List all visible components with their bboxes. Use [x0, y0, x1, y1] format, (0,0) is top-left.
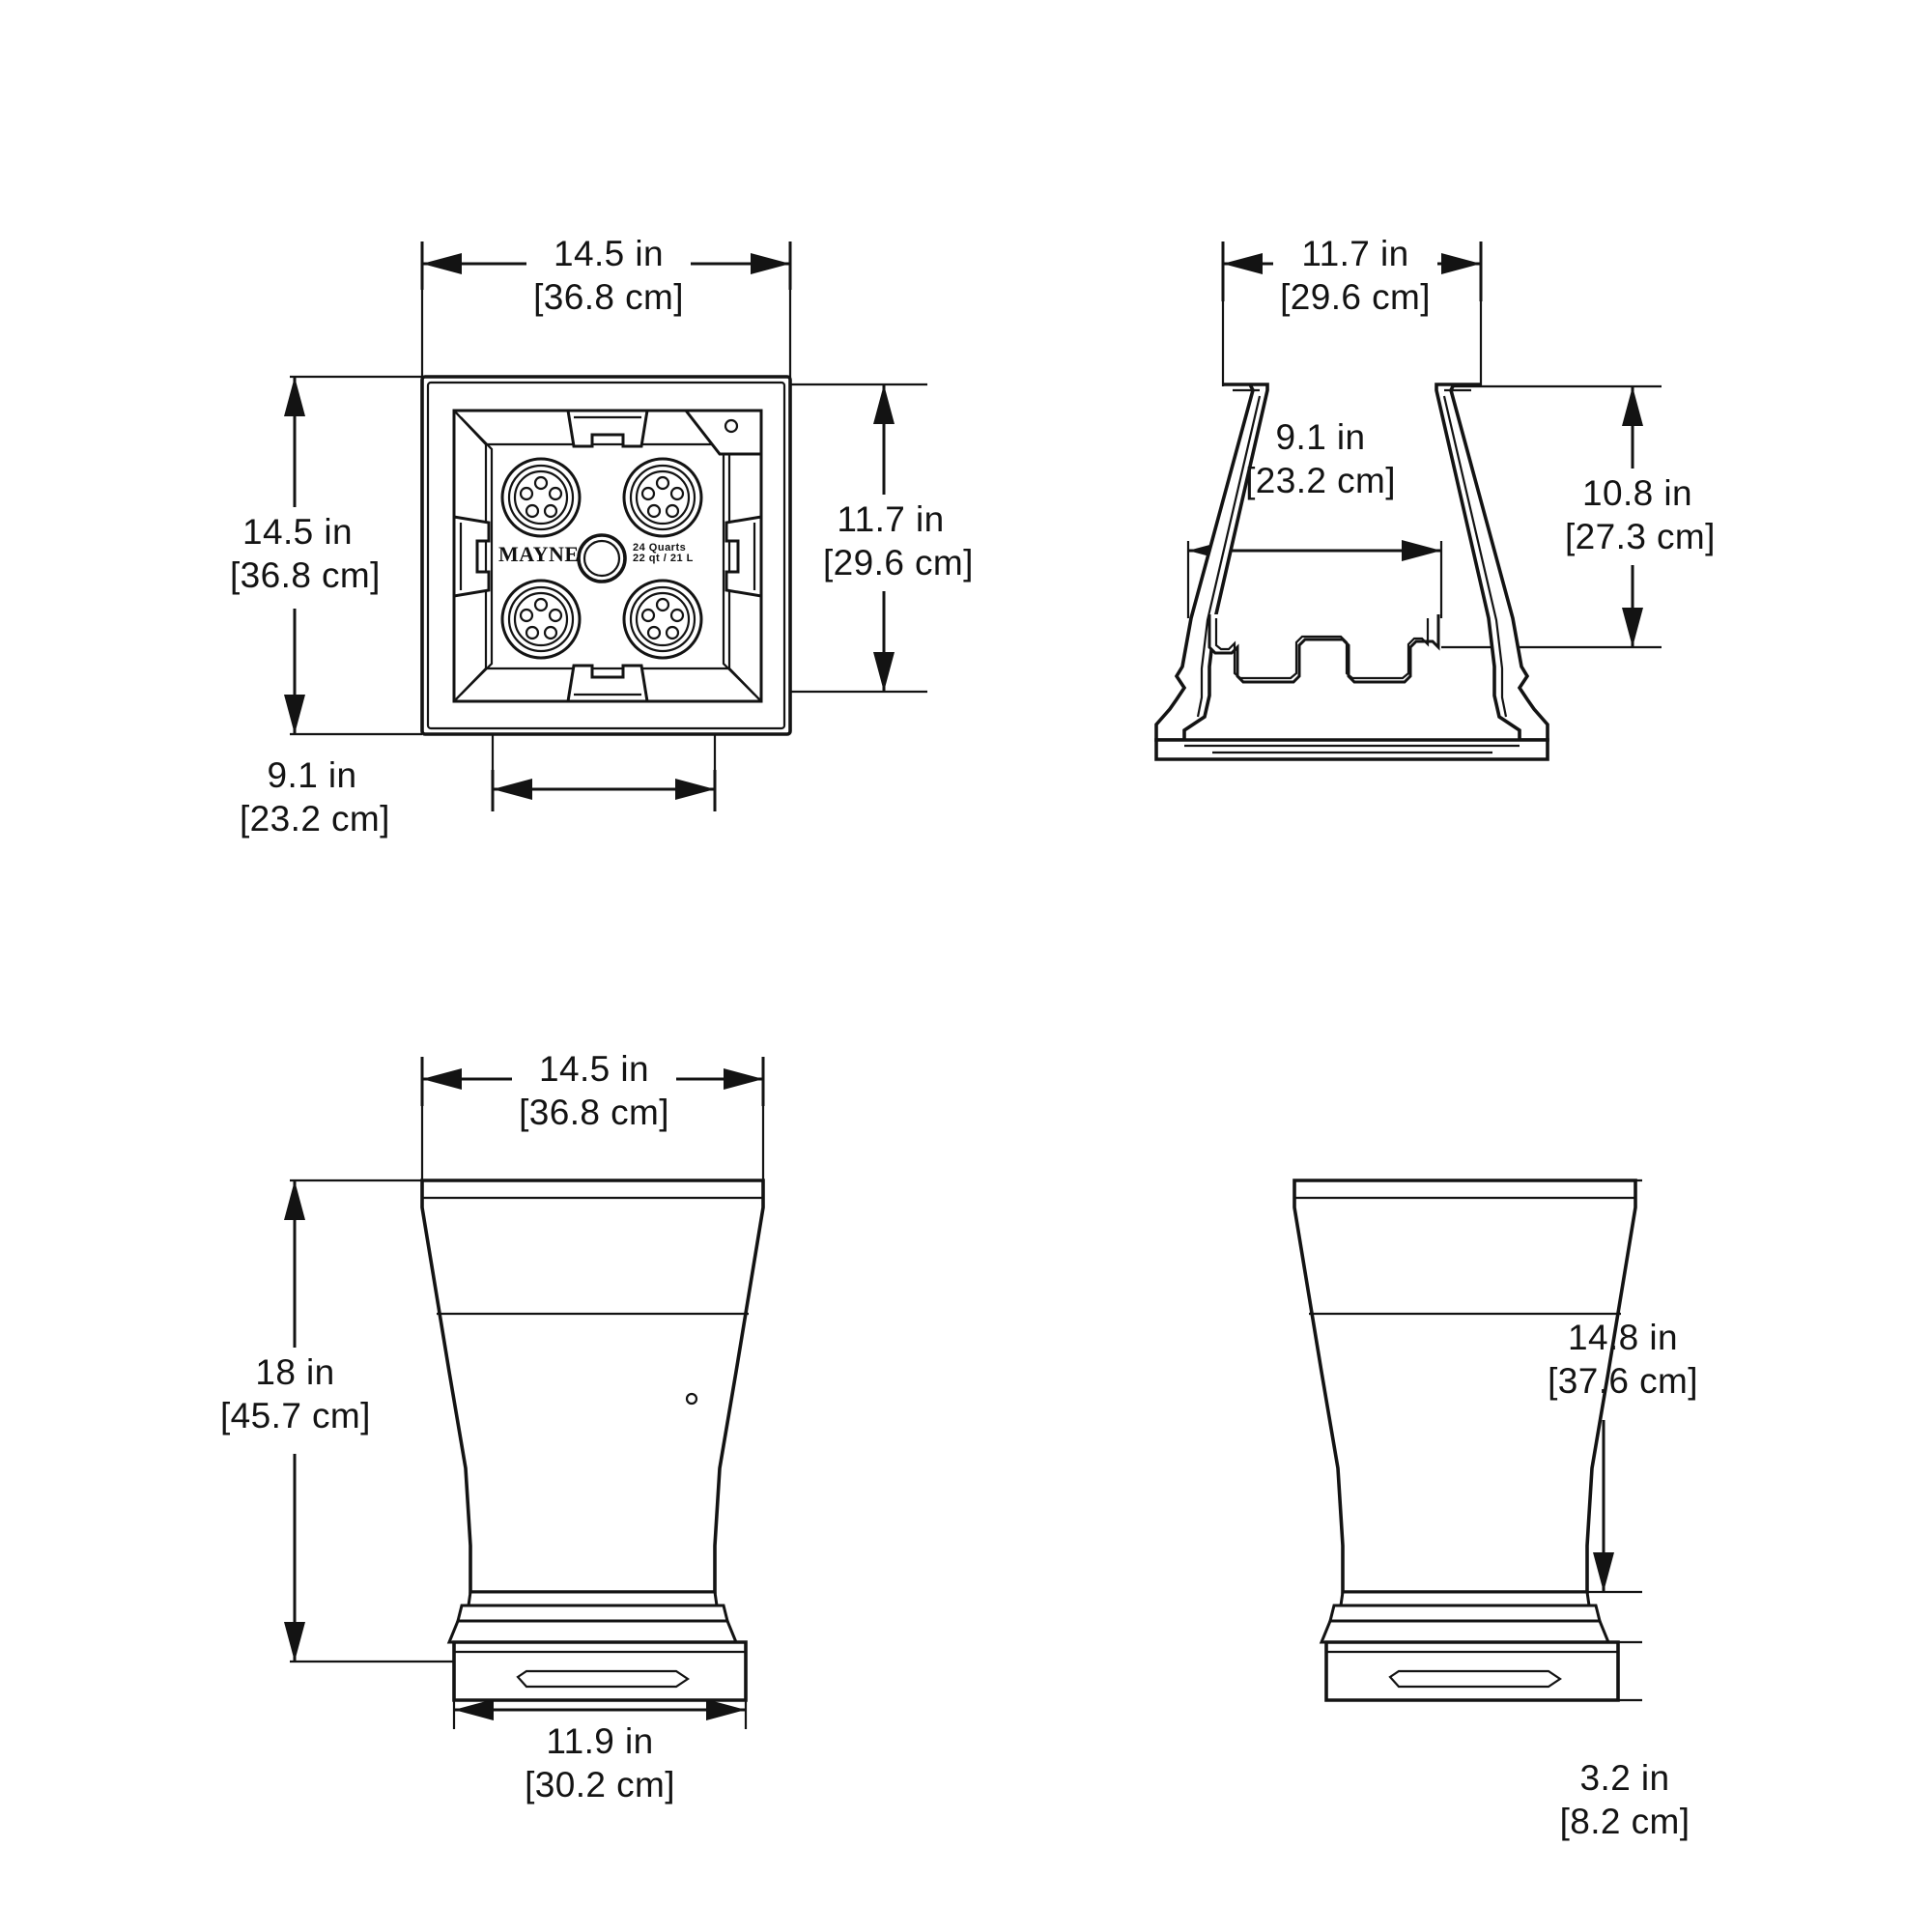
- top-inner-height-metric: [29.6 cm]: [823, 543, 974, 583]
- front-top-width-label: 14.5 in [36.8 cm]: [512, 1047, 676, 1134]
- side-view: 14.8 in [37.6 cm] 3.2 in [8.2 cm]: [966, 966, 1932, 1932]
- side-body-height-metric: [37.6 cm]: [1548, 1361, 1698, 1402]
- side-body-height-inches: 14.8 in: [1568, 1318, 1678, 1357]
- side-base-height-inches: 3.2 in: [1579, 1758, 1670, 1798]
- front-base-width-label: 11.9 in [30.2 cm]: [518, 1719, 682, 1806]
- top-inner-height-label: 11.7 in [29.6 cm]: [823, 497, 974, 584]
- top-height-inches: 14.5 in: [242, 512, 353, 552]
- front-top-width-metric: [36.8 cm]: [519, 1093, 669, 1133]
- front-base-plinth: [452, 1640, 748, 1702]
- section-base-plinth: [1154, 738, 1549, 761]
- side-base-height-metric: [8.2 cm]: [1559, 1802, 1690, 1842]
- top-inner-width-label: 9.1 in [23.2 cm]: [240, 753, 390, 840]
- section-top-inches: 11.7 in: [1301, 234, 1409, 273]
- section-depth-inches: 10.8 in: [1582, 473, 1692, 513]
- front-height-inches: 18 in: [255, 1352, 335, 1392]
- top-height-label: 14.5 in [36.8 cm]: [230, 510, 381, 597]
- section-top-metric: [29.6 cm]: [1280, 277, 1431, 318]
- section-depth-metric: [27.3 cm]: [1565, 517, 1716, 557]
- section-view-graphics: [1154, 240, 1684, 761]
- section-right-wall: [1435, 383, 1549, 742]
- rim-clip-left: [452, 515, 491, 598]
- front-base-moulding: [446, 1590, 739, 1644]
- center-hub-hole: [577, 533, 627, 583]
- drain-hole: [500, 457, 582, 538]
- side-view-graphics: [1293, 1179, 1662, 1702]
- front-drain-dot: [685, 1392, 698, 1406]
- front-view-graphics: [242, 1055, 765, 1729]
- section-top-label: 11.7 in [29.6 cm]: [1273, 232, 1437, 319]
- side-planter-body: [1293, 1179, 1637, 1594]
- top-width-inches: 14.5 in: [554, 234, 664, 273]
- mayne-logo: MAYNE: [498, 542, 580, 566]
- section-inner-base-inches: 9.1 in: [1275, 417, 1366, 457]
- side-base-height-label: 3.2 in [8.2 cm]: [1548, 1756, 1702, 1843]
- rim-clip-right: [724, 515, 763, 598]
- section-view: 11.7 in [29.6 cm] 9.1 in [23.2 cm] 10.8 …: [966, 0, 1932, 869]
- front-view: 14.5 in [36.8 cm] 18 in [45.7 cm] 11.9 i…: [0, 966, 966, 1932]
- top-width-metric: [36.8 cm]: [533, 277, 684, 318]
- front-planter-body: [420, 1179, 765, 1594]
- rim-clip-top: [566, 409, 649, 448]
- front-height-metric: [45.7 cm]: [220, 1396, 371, 1436]
- capacity-line-1: 24 Quarts: [633, 542, 687, 554]
- top-height-metric: [36.8 cm]: [230, 555, 381, 596]
- rim-clip-bottom: [566, 664, 649, 703]
- side-base-plinth: [1324, 1640, 1620, 1702]
- top-view-graphics: [251, 240, 929, 811]
- capacity-marking: 24 Quarts 22 qt / 21 L: [633, 543, 694, 564]
- front-top-width-inches: 14.5 in: [539, 1049, 649, 1089]
- drain-hole: [622, 457, 703, 538]
- section-depth-label: 10.8 in [27.3 cm]: [1565, 471, 1716, 558]
- capacity-line-2: 22 qt / 21 L: [633, 553, 694, 564]
- front-base-width-inches: 11.9 in: [546, 1721, 654, 1761]
- top-width-label: 14.5 in [36.8 cm]: [526, 232, 691, 319]
- front-height-label: 18 in [45.7 cm]: [220, 1350, 370, 1437]
- top-inner-height-inches: 11.7 in: [837, 499, 945, 539]
- corner-screw-boss: [682, 409, 763, 456]
- section-inner-base-metric: [23.2 cm]: [1245, 461, 1396, 501]
- front-base-width-metric: [30.2 cm]: [525, 1765, 675, 1805]
- section-inner-floor: [1208, 614, 1440, 684]
- top-view: 14.5 in [36.8 cm] 14.5 in [36.8 cm] 11.7…: [0, 0, 974, 869]
- side-body-height-label: 14.8 in [37.6 cm]: [1546, 1316, 1700, 1403]
- top-inner-width-metric: [23.2 cm]: [240, 799, 390, 839]
- drain-hole: [500, 579, 582, 660]
- drain-hole: [622, 579, 703, 660]
- section-inner-base-label: 9.1 in [23.2 cm]: [1238, 415, 1403, 502]
- top-inner-width-inches: 9.1 in: [267, 755, 357, 795]
- side-base-moulding: [1319, 1590, 1611, 1644]
